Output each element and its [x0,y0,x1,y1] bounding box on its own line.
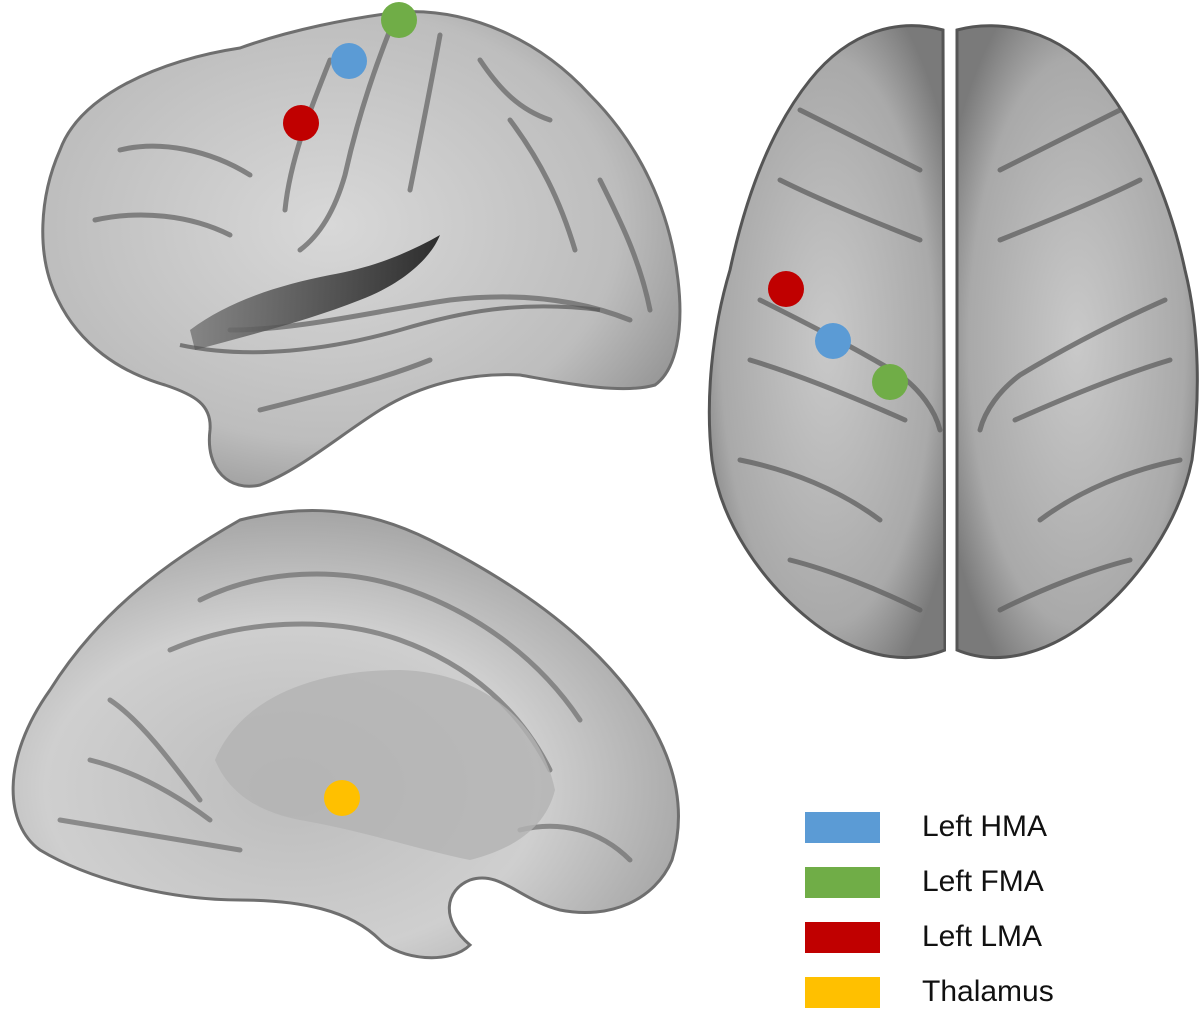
marker-left-hma-dorsal [815,323,851,359]
marker-left-hma-lateral [331,43,367,79]
sylvian-fissure [190,235,440,350]
marker-thalamus-medial [324,780,360,816]
marker-left-fma-lateral [381,2,417,38]
lateral-brain-surface [41,10,682,488]
medial-brain-view [11,508,680,960]
legend-item-left-fma: Left FMA [805,863,1135,903]
legend-label-thalamus: Thalamus [922,975,1054,1008]
legend-label-left-fma: Left FMA [922,865,1044,898]
marker-left-lma-lateral [283,105,319,141]
dorsal-brain-view [707,24,1199,659]
legend-swatch-thalamus [805,977,880,1008]
corpus-callosum [215,670,555,860]
legend-item-left-hma: Left HMA [805,808,1135,848]
marker-left-lma-dorsal [768,271,804,307]
marker-left-fma-dorsal [872,364,908,400]
legend-swatch-left-lma [805,922,880,953]
lateral-brain-view [41,2,682,488]
legend-label-left-lma: Left LMA [922,920,1043,953]
legend-label-left-hma: Left HMA [922,810,1048,843]
legend-item-thalamus: Thalamus [805,973,1135,1013]
legend-swatch-left-fma [805,867,880,898]
legend-item-left-lma: Left LMA [805,918,1135,958]
legend-swatch-left-hma [805,812,880,843]
